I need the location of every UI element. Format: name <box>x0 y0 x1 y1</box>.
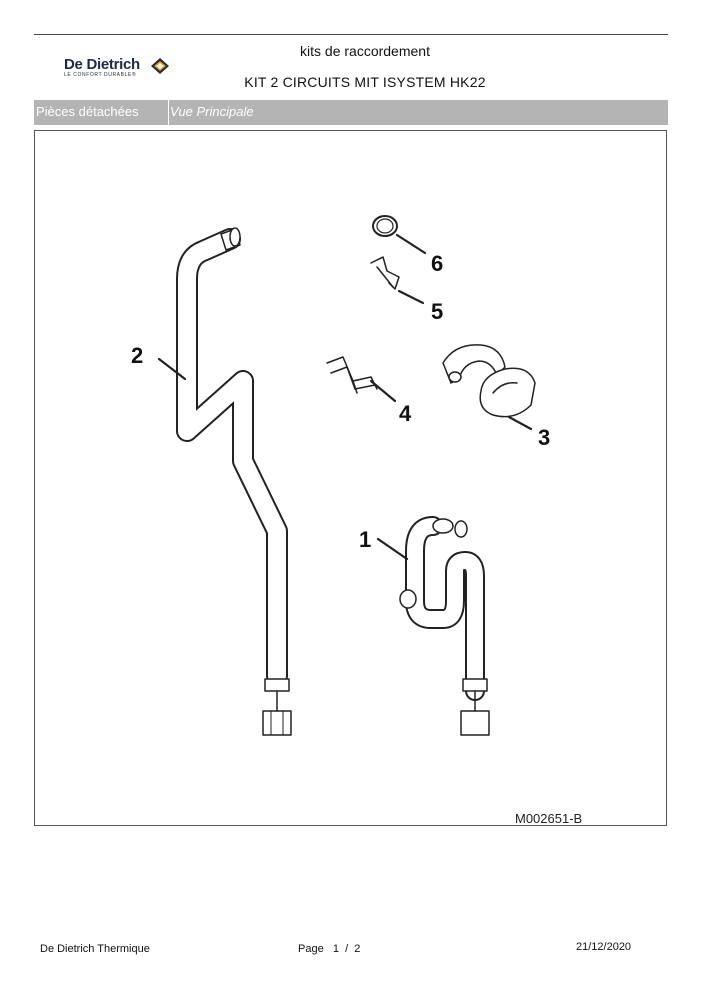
parts-illustration: 2 1 3 4 5 6 <box>131 215 550 736</box>
callout-5: 5 <box>431 299 443 324</box>
footer-date: 21/12/2020 <box>576 941 632 953</box>
part-5-clip <box>370 256 400 290</box>
footer-page-number: Page 1 / 2 <box>298 943 361 955</box>
logo-diamond-icon <box>151 58 169 74</box>
brand-logo: De Dietrich LE CONFORT DURABLE® <box>64 56 184 82</box>
callout-2: 2 <box>131 343 143 368</box>
callout-1: 1 <box>359 527 371 552</box>
part-6-o-ring <box>372 215 398 237</box>
header-rule <box>34 34 668 35</box>
kit-name: KIT 2 CIRCUITS MIT ISYSTEM HK22 <box>244 74 486 90</box>
callout-4: 4 <box>399 401 412 426</box>
part-4-bracket <box>326 356 378 394</box>
section-bar: Pièces détachées Vue Principale <box>34 100 668 125</box>
view-label: Vue Principale <box>170 104 254 119</box>
drawing-reference: M002651-B <box>515 811 583 826</box>
callout-6: 6 <box>431 251 443 276</box>
logo-tagline: LE CONFORT DURABLE® <box>64 72 137 78</box>
callout-3: 3 <box>538 425 550 450</box>
part-1-pipe-assembly <box>399 516 490 736</box>
footer-company: De Dietrich Thermique <box>40 943 150 955</box>
section-label: Pièces détachées <box>34 100 169 125</box>
leader-lines <box>157 233 533 561</box>
part-3-clamp <box>442 344 536 418</box>
part-2-pipe <box>176 227 292 736</box>
logo-name: De Dietrich <box>64 56 140 73</box>
document-title: kits de raccordement <box>300 43 430 59</box>
exploded-view-drawing: 2 1 3 4 5 6 M002651-B <box>34 130 667 826</box>
